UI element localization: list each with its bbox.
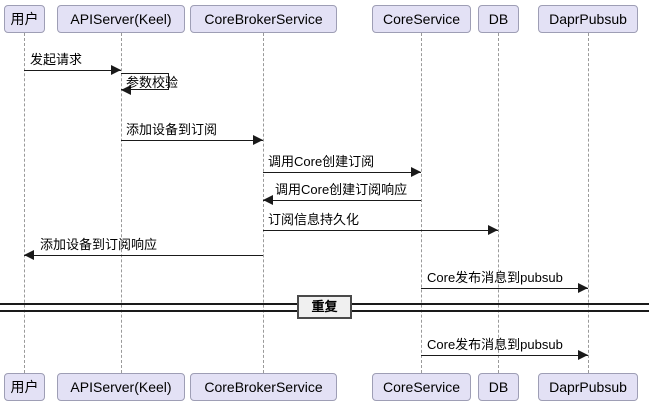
header-participant-coreservice[interactable]: CoreService xyxy=(372,5,471,33)
lifeline-coreservice xyxy=(421,33,422,373)
header-participant-daprpubsub[interactable]: DaprPubsub xyxy=(538,5,638,33)
arrow-head-right-icon xyxy=(411,167,421,177)
separator-label-box: 重复 xyxy=(297,295,352,319)
participant-label: CoreService xyxy=(382,379,461,395)
footer-participant-user[interactable]: 用户 xyxy=(4,373,45,401)
message-label-m1: 发起请求 xyxy=(30,52,83,67)
message-line-m1 xyxy=(24,70,121,71)
arrow-head-left-icon xyxy=(121,85,131,95)
arrow-head-right-icon xyxy=(488,225,498,235)
message-label-m9: Core发布消息到pubsub xyxy=(427,337,563,352)
participant-label: DB xyxy=(488,11,509,27)
arrow-head-left-icon xyxy=(263,195,273,205)
separator-label: 重复 xyxy=(311,299,338,314)
participant-label: APIServer(Keel) xyxy=(70,379,172,395)
message-line-m3 xyxy=(121,140,263,141)
header-participant-db[interactable]: DB xyxy=(478,5,519,33)
participant-label: DaprPubsub xyxy=(549,11,627,27)
lifeline-apiserver xyxy=(121,33,122,373)
message-line-m9 xyxy=(421,355,588,356)
arrow-head-right-icon xyxy=(578,350,588,360)
header-participant-corebroker[interactable]: CoreBrokerService xyxy=(190,5,337,33)
footer-participant-apiserver[interactable]: APIServer(Keel) xyxy=(57,373,185,401)
lifeline-db xyxy=(498,33,499,373)
header-participant-apiserver[interactable]: APIServer(Keel) xyxy=(57,5,185,33)
participant-label: DaprPubsub xyxy=(549,379,627,395)
participant-label: DB xyxy=(488,379,509,395)
message-line-m7 xyxy=(24,255,263,256)
message-line-m8 xyxy=(421,288,588,289)
participant-label: CoreBrokerService xyxy=(204,379,323,395)
message-label-m3: 添加设备到订阅 xyxy=(126,122,218,137)
participant-label: CoreBrokerService xyxy=(204,11,323,27)
participant-label: 用户 xyxy=(10,379,39,395)
footer-participant-coreservice[interactable]: CoreService xyxy=(372,373,471,401)
self-message-loop-m2 xyxy=(121,73,169,90)
lifeline-daprpubsub xyxy=(588,33,589,373)
message-label-m6: 订阅信息持久化 xyxy=(268,212,360,227)
message-label-m2: 参数校验 xyxy=(126,75,179,90)
message-label-m4: 调用Core创建订阅 xyxy=(268,154,375,169)
participant-label: 用户 xyxy=(10,11,39,27)
footer-participant-corebroker[interactable]: CoreBrokerService xyxy=(190,373,337,401)
participant-label: CoreService xyxy=(382,11,461,27)
footer-participant-daprpubsub[interactable]: DaprPubsub xyxy=(538,373,638,401)
arrow-head-left-icon xyxy=(24,250,34,260)
participant-label: APIServer(Keel) xyxy=(70,11,172,27)
message-label-m8: Core发布消息到pubsub xyxy=(427,270,563,285)
arrow-head-right-icon xyxy=(578,283,588,293)
message-line-m4 xyxy=(263,172,421,173)
header-participant-user[interactable]: 用户 xyxy=(4,5,45,33)
message-label-m7: 添加设备到订阅响应 xyxy=(40,237,158,252)
message-line-m6 xyxy=(263,230,498,231)
message-label-m5: 调用Core创建订阅响应 xyxy=(275,182,408,197)
footer-participant-db[interactable]: DB xyxy=(478,373,519,401)
arrow-head-right-icon xyxy=(111,65,121,75)
message-line-m5 xyxy=(263,200,421,201)
arrow-head-right-icon xyxy=(253,135,263,145)
lifeline-user xyxy=(24,33,25,373)
